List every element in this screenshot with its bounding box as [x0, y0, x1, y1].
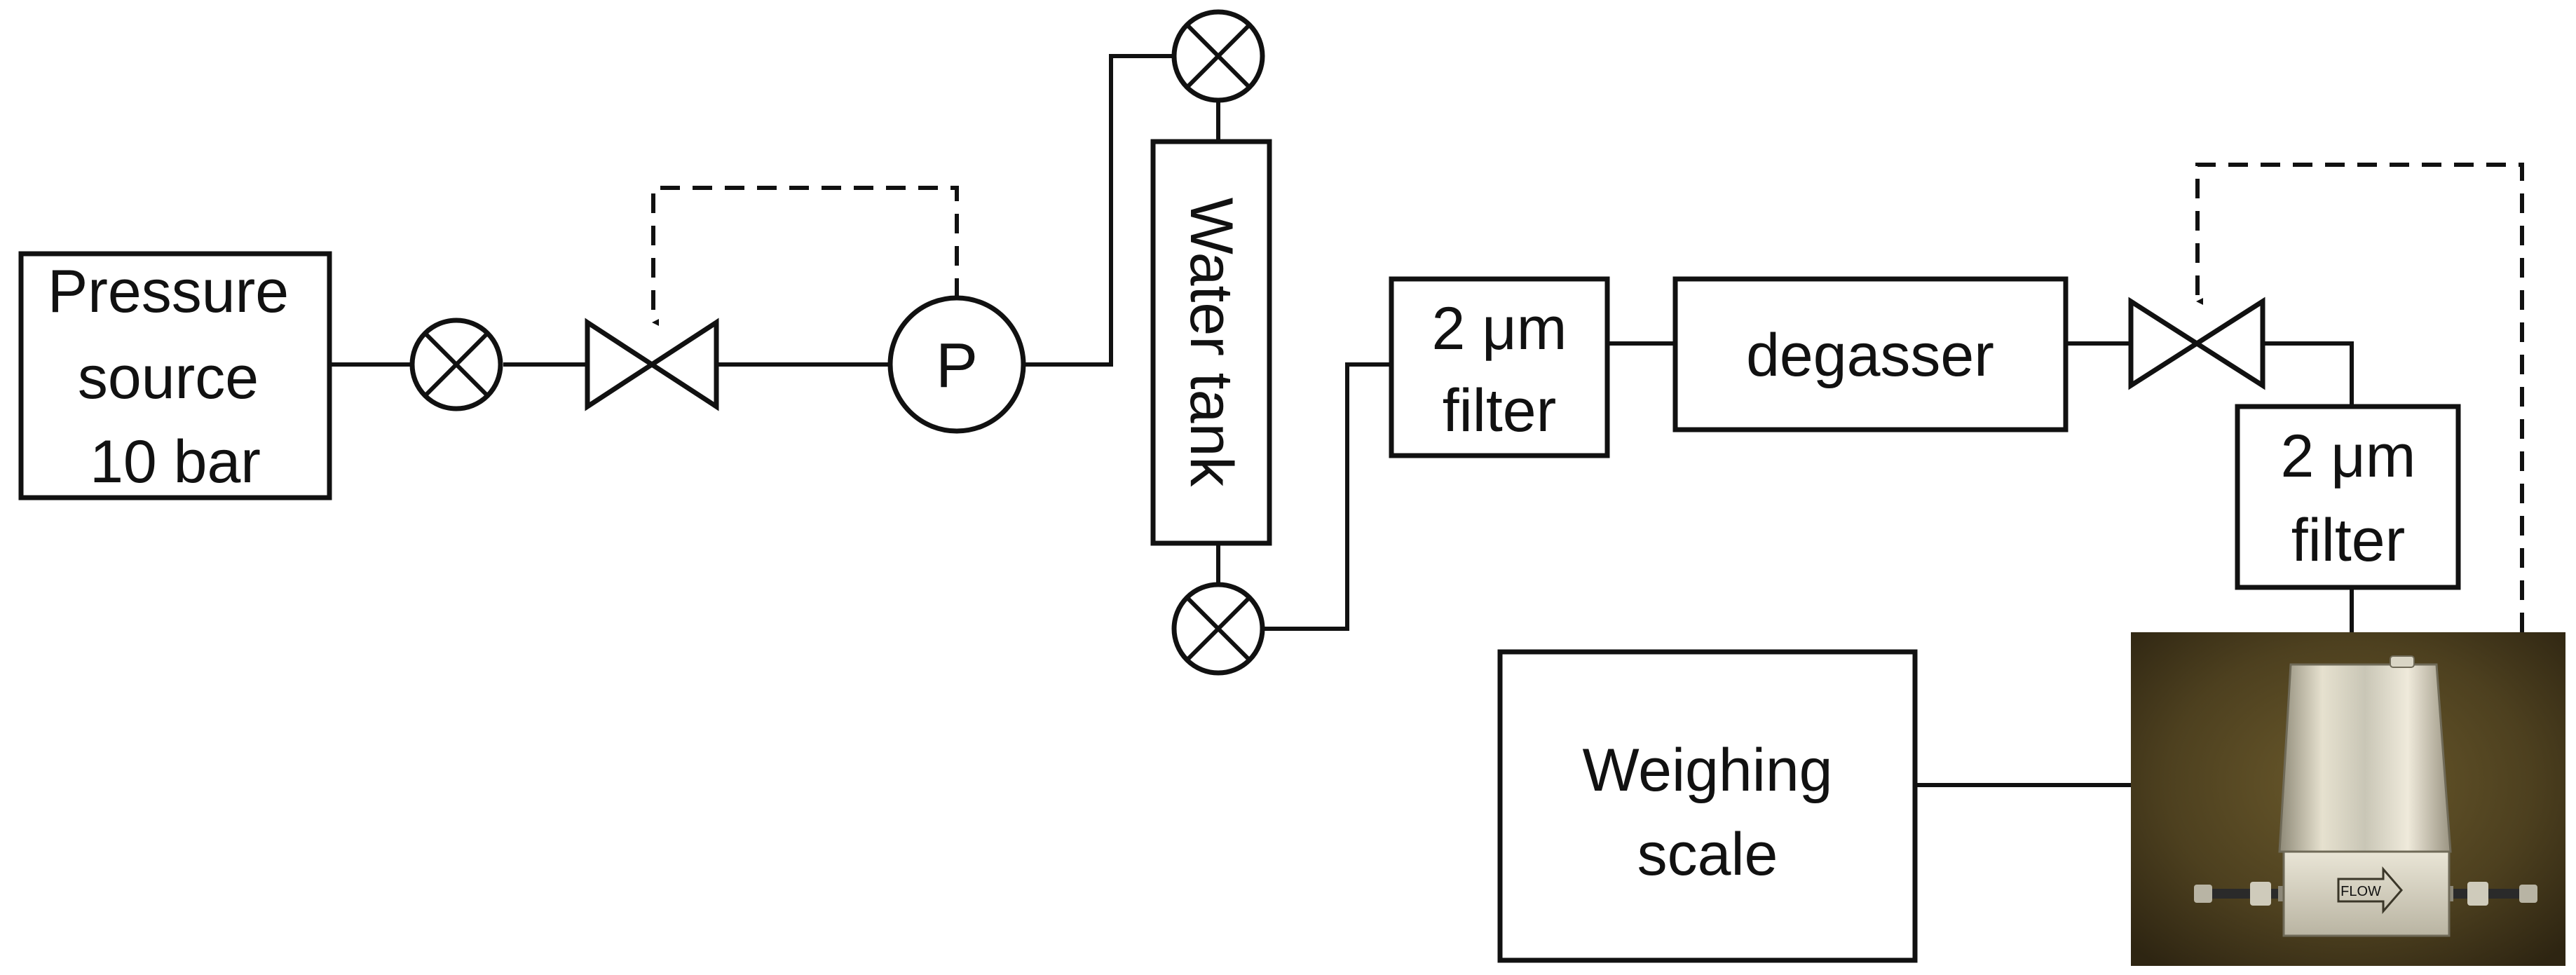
degasser-label: degasser	[1746, 322, 1994, 389]
weighing-scale-label-1: Weighing	[1583, 737, 1833, 804]
weighing-scale-box: Weighing scale	[1497, 649, 1918, 963]
filter-1-label-2: filter	[1443, 377, 1556, 444]
filter-1-label-1: 2 μm	[1432, 295, 1567, 362]
feedback-arrow-1	[651, 186, 959, 326]
circle-p-icon: P	[887, 295, 1026, 434]
flow-meter-body	[2278, 663, 2452, 853]
filter-1-box: 2 μm filter	[1389, 276, 1610, 458]
pressure-source-box: Pressure source 10 bar	[18, 251, 332, 500]
flow-meter-base	[2282, 850, 2451, 937]
flow-marking: FLOW	[2340, 884, 2381, 899]
water-tank-box: Water tank	[1150, 139, 1272, 546]
degasser-box: degasser	[1672, 276, 2069, 432]
weighing-scale-label-2: scale	[1637, 821, 1778, 888]
pressure-source-label-1: Pressure	[48, 258, 289, 325]
water-tank-label: Water tank	[1178, 198, 1245, 488]
pressure-source-label-3: 10 bar	[90, 428, 261, 496]
bowtie-valve-icon	[2128, 296, 2265, 390]
pipe-valve3-filter1	[1264, 362, 1391, 631]
pipe-regulator2-filter2	[2263, 341, 2354, 407]
filter-2-box: 2 μm filter	[2235, 404, 2461, 590]
feedback-lines	[651, 163, 2524, 632]
filter-2-label-2: filter	[2291, 507, 2405, 574]
filter-2-label-1: 2 μm	[2281, 423, 2416, 490]
pipe-gauge-valve2	[1025, 54, 1173, 367]
feedback-arrow-2	[2195, 163, 2524, 632]
flow-meter-photo: FLOW	[2131, 632, 2565, 966]
circle-x-icon	[1171, 582, 1265, 676]
pipes	[329, 54, 2354, 787]
bowtie-valve-icon	[585, 318, 719, 411]
pressure-gauge-label: P	[936, 331, 978, 401]
circle-x-icon	[409, 318, 503, 411]
circle-x-icon	[1171, 9, 1265, 103]
pressure-source-label-2: source	[78, 344, 259, 411]
flow-arrow-icon: FLOW	[2337, 866, 2403, 915]
